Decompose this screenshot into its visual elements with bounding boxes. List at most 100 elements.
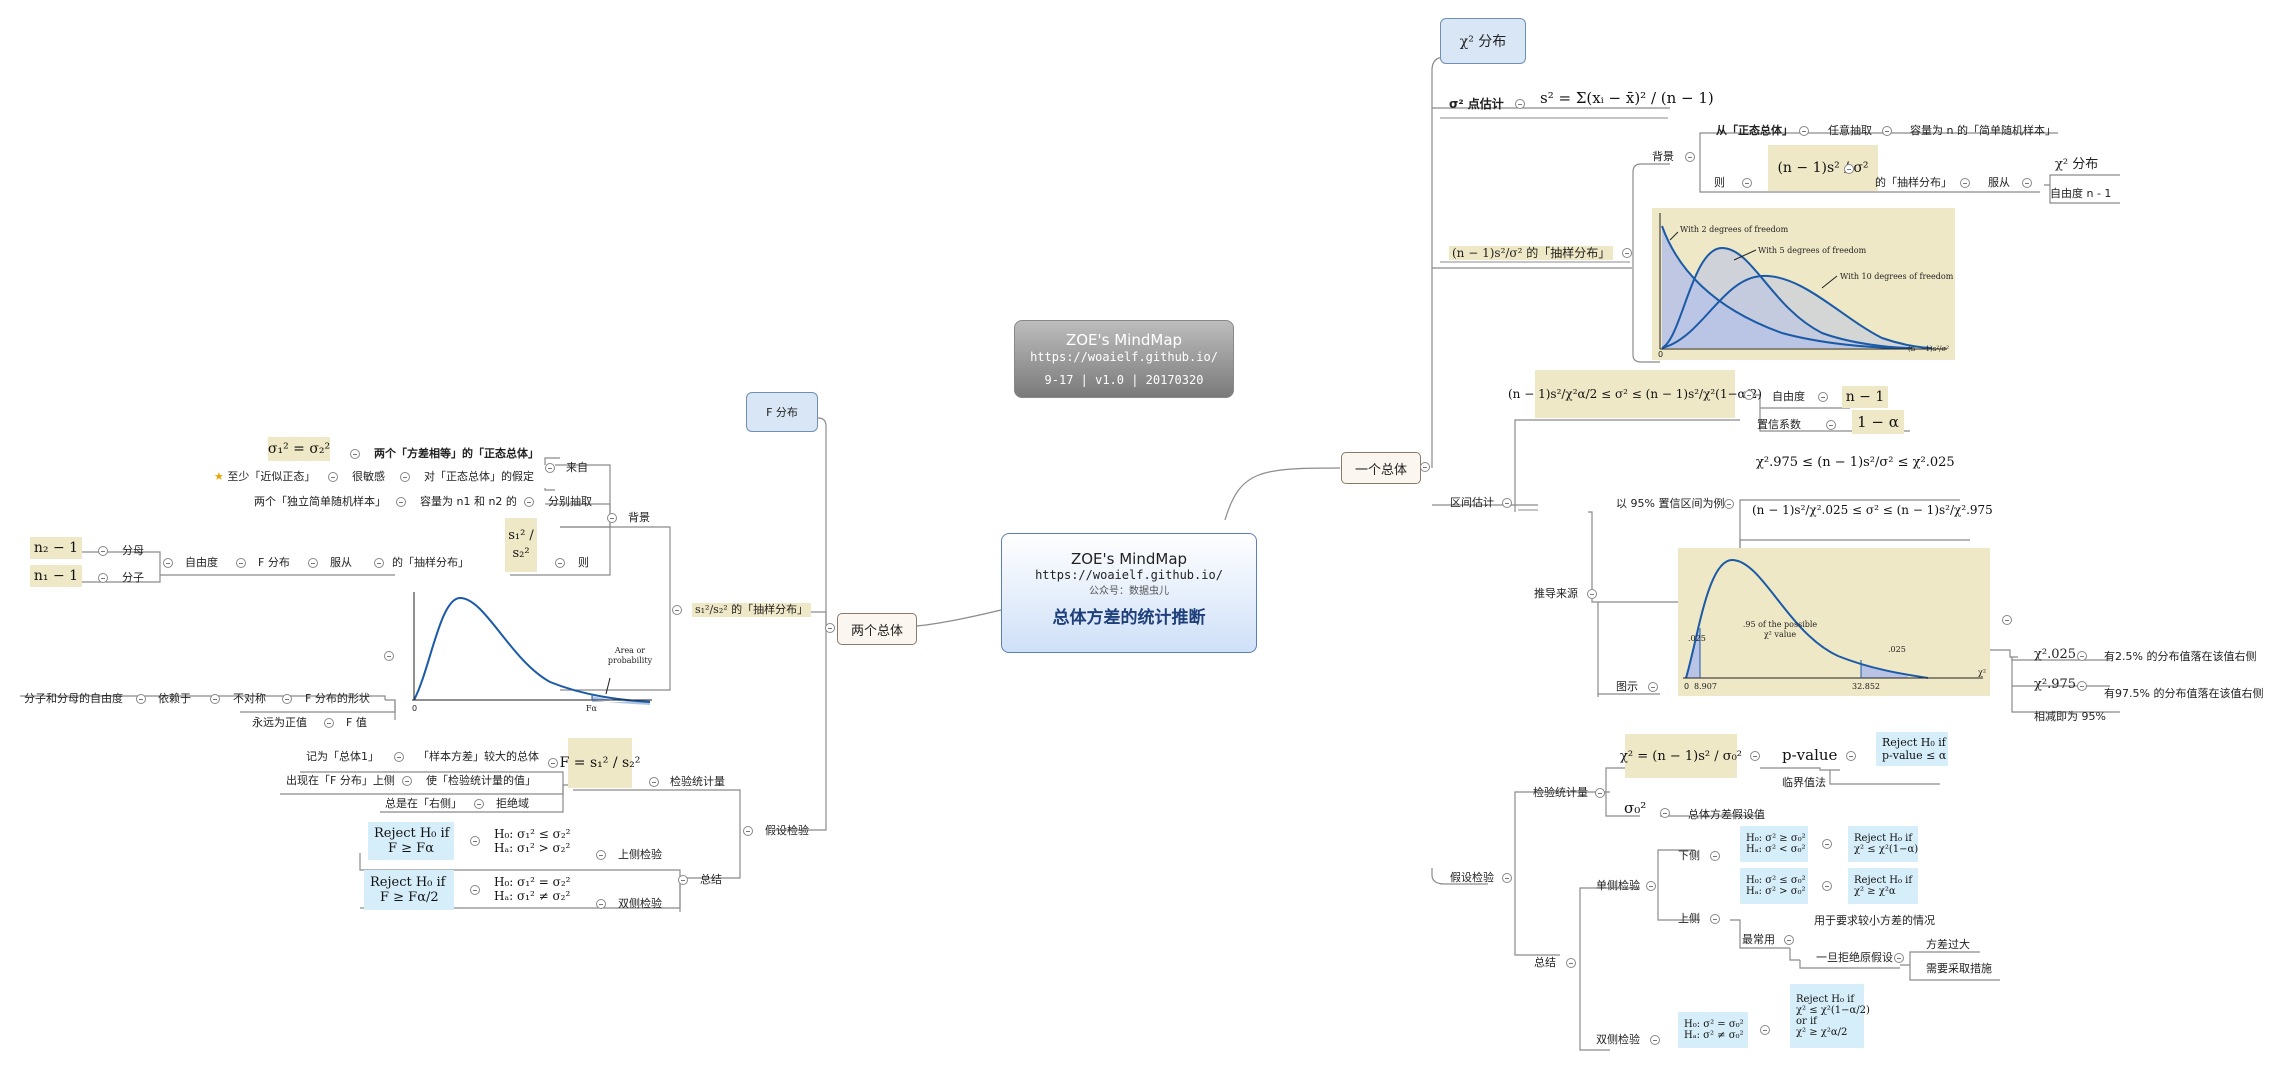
collapse-toggle[interactable] [163, 558, 173, 568]
topic-one-population[interactable]: 一个总体 [1341, 452, 1421, 484]
rule-line: χ² ≤ χ²(1−α/2) [1796, 1005, 1870, 1016]
f-distribution-tag[interactable]: F 分布 [746, 392, 818, 432]
collapse-toggle[interactable] [548, 758, 558, 768]
collapse-toggle[interactable] [607, 513, 617, 523]
chi975-symbol: χ².975 [2034, 677, 2077, 692]
central-topic[interactable]: ZOE's MindMap https://woaielf.github.io/… [1001, 533, 1257, 653]
central-url: https://woaielf.github.io/ [1035, 568, 1223, 582]
collapse-toggle[interactable] [2077, 651, 2087, 661]
collapse-toggle[interactable] [596, 850, 606, 860]
collapse-toggle[interactable] [1846, 751, 1856, 761]
central-title: ZOE's MindMap [1070, 550, 1188, 568]
collapse-toggle[interactable] [98, 573, 108, 583]
collapse-toggle[interactable] [1724, 499, 1734, 509]
collapse-toggle[interactable] [1622, 248, 1632, 258]
chi-square-tag[interactable]: χ² 分布 [1440, 18, 1526, 64]
collapse-toggle[interactable] [374, 558, 384, 568]
collapse-toggle[interactable] [1742, 178, 1752, 188]
collapse-toggle[interactable] [1744, 390, 1754, 400]
collapse-toggle[interactable] [98, 546, 108, 556]
collapse-toggle[interactable] [2022, 178, 2032, 188]
collapse-toggle[interactable] [1822, 839, 1832, 849]
collapse-toggle[interactable] [1826, 420, 1836, 430]
rule-line: Reject H₀ if [370, 875, 446, 890]
collapse-toggle[interactable] [1648, 682, 1658, 692]
collapse-toggle[interactable] [1650, 1035, 1660, 1045]
chi-square-interval-plot: .025 .025 .95 of the possible χ² value 0… [1678, 548, 1990, 696]
collapse-toggle[interactable] [672, 605, 682, 615]
collapse-toggle[interactable] [2002, 615, 2012, 625]
collapse-toggle[interactable] [384, 651, 394, 661]
collapse-toggle[interactable] [470, 885, 480, 895]
collapse-toggle[interactable] [350, 449, 360, 459]
collapse-toggle[interactable] [1502, 873, 1512, 883]
collapse-toggle[interactable] [394, 752, 404, 762]
header-title: ZOE's MindMap [1065, 331, 1183, 349]
example-95-label: 以 95% 置信区间为例 [1616, 497, 1725, 510]
collapse-toggle[interactable] [1710, 914, 1720, 924]
upper-tail-hypotheses: H₀: σ₁² ≤ σ₂² Hₐ: σ₁² > σ₂² [494, 820, 570, 862]
collapse-toggle[interactable] [402, 776, 412, 786]
equal-variance-desc: 两个「方差相等」的「正态总体」 [374, 447, 539, 460]
df2-pointer [1669, 231, 1679, 241]
collapse-toggle[interactable] [1587, 589, 1597, 599]
collapse-toggle[interactable] [1799, 126, 1809, 136]
collapse-toggle[interactable] [1595, 788, 1605, 798]
rule-line: χ² ≥ χ²α [1854, 886, 1896, 897]
background-label: 背景 [628, 511, 650, 524]
collapse-toggle[interactable] [1420, 462, 1430, 472]
left-area-label: .025 [1688, 634, 1706, 643]
collapse-toggle[interactable] [1515, 99, 1525, 109]
collapse-toggle[interactable] [1760, 1025, 1770, 1035]
collapse-toggle[interactable] [1822, 881, 1832, 891]
collapse-toggle[interactable] [1960, 178, 1970, 188]
collapse-toggle[interactable] [743, 826, 753, 836]
bg-normal-population: 从「正态总体」 [1716, 124, 1793, 137]
collapse-toggle[interactable] [236, 558, 246, 568]
collapse-toggle[interactable] [1566, 958, 1576, 968]
collapse-toggle[interactable] [555, 558, 565, 568]
x-zero: 0 [1684, 682, 1690, 691]
collapse-toggle[interactable] [282, 694, 292, 704]
collapse-toggle[interactable] [470, 836, 480, 846]
collapse-toggle[interactable] [1646, 881, 1656, 891]
collapse-toggle[interactable] [210, 694, 220, 704]
collapse-toggle[interactable] [596, 899, 606, 909]
rule-line: F ≥ Fα/2 [380, 890, 439, 905]
df2-curve [1661, 225, 1903, 349]
collapse-toggle[interactable] [396, 497, 406, 507]
collapse-toggle[interactable] [400, 472, 410, 482]
rule-line: p-value ≤ α [1882, 749, 1947, 762]
collapse-toggle[interactable] [324, 718, 334, 728]
collapse-toggle[interactable] [308, 558, 318, 568]
right-area-label: .025 [1888, 645, 1906, 654]
collapse-toggle[interactable] [649, 777, 659, 787]
collapse-toggle[interactable] [136, 694, 146, 704]
collapse-toggle[interactable] [524, 497, 534, 507]
collapse-toggle[interactable] [328, 472, 338, 482]
bg-random-draw: 任意抽取 [1828, 124, 1872, 137]
sample-variance-formula: s² = Σ(xᵢ − x̄)² / (n − 1) [1540, 89, 1714, 107]
upper-tail-f-label: 出现在「F 分布」上侧 [286, 774, 395, 787]
collapse-toggle[interactable] [1710, 851, 1720, 861]
collapse-toggle[interactable] [545, 463, 555, 473]
sensitive-label: 很敏感 [352, 470, 385, 483]
collapse-toggle[interactable] [678, 875, 688, 885]
collapse-toggle[interactable] [474, 799, 484, 809]
collapse-toggle[interactable] [1882, 126, 1892, 136]
collapse-toggle[interactable] [1844, 164, 1854, 174]
collapse-toggle[interactable] [1784, 935, 1794, 945]
collapse-toggle[interactable] [2077, 681, 2087, 691]
collapse-toggle[interactable] [1502, 498, 1512, 508]
collapse-toggle[interactable] [1685, 152, 1695, 162]
rule-line: Reject H₀ if [1882, 736, 1946, 749]
collapse-toggle[interactable] [1750, 751, 1760, 761]
collapse-toggle[interactable] [1818, 392, 1828, 402]
topic-two-populations[interactable]: 两个总体 [837, 613, 917, 645]
plot-zero: 0 [412, 704, 418, 713]
collapse-toggle[interactable] [825, 623, 835, 633]
collapse-toggle[interactable] [1660, 808, 1670, 818]
collapse-toggle[interactable] [1894, 953, 1904, 963]
df-label: 自由度 [1772, 390, 1805, 403]
df-value: n − 1 [1842, 386, 1888, 408]
